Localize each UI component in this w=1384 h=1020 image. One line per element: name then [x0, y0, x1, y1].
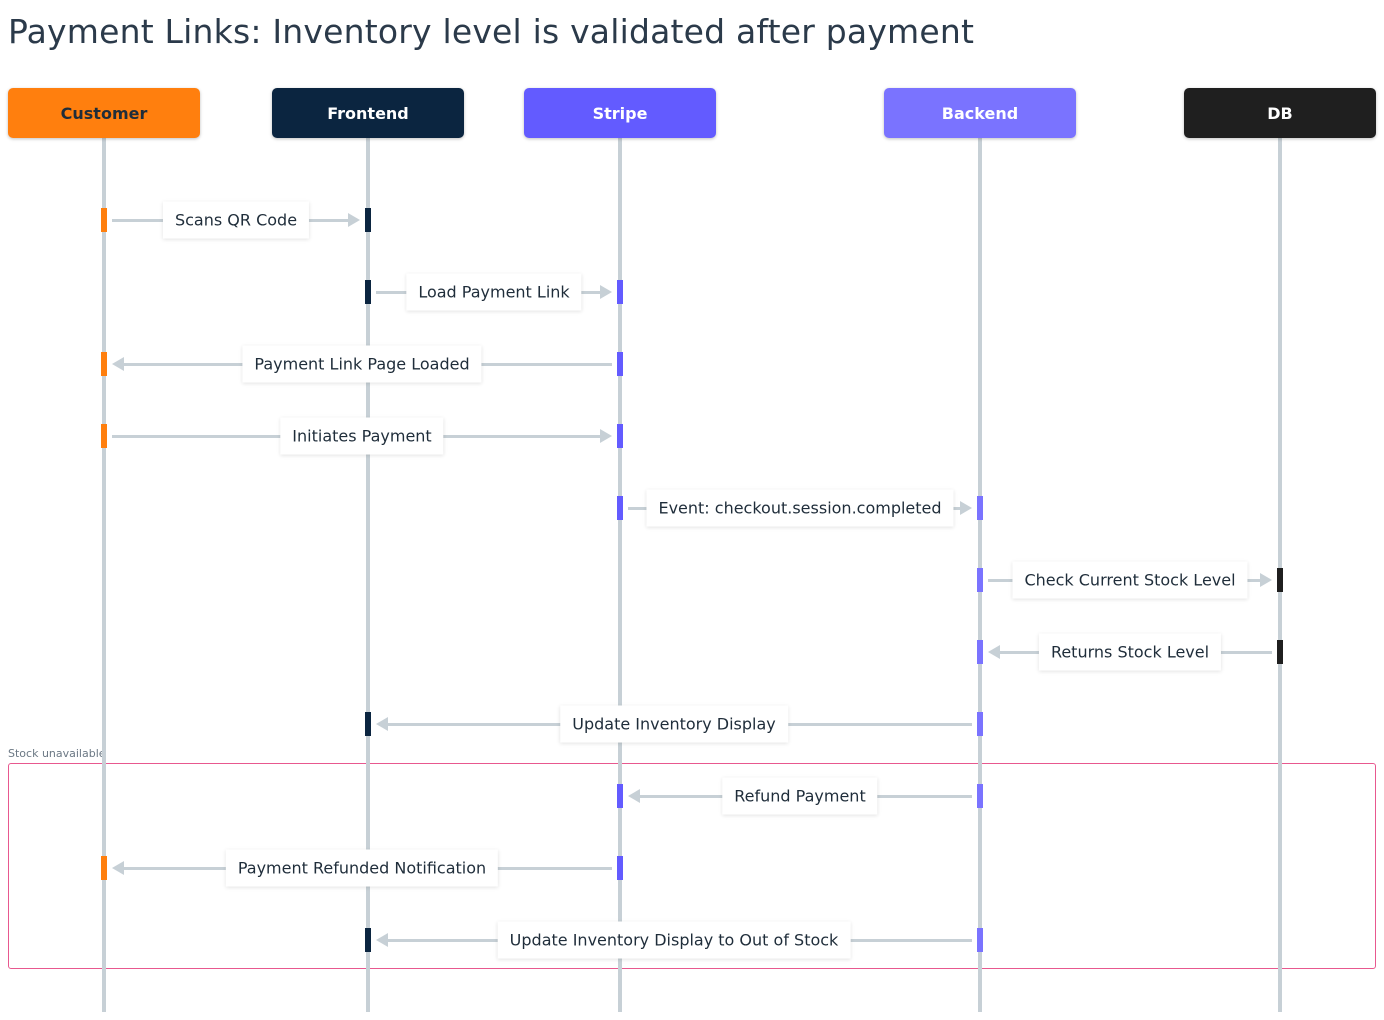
arrowhead-icon [376, 717, 388, 731]
participant-db: DB [1184, 88, 1376, 138]
message-label: Update Inventory Display to Out of Stock [497, 921, 851, 959]
activation-db [1277, 568, 1283, 592]
lifeline-stripe [618, 138, 622, 1012]
arrowhead-icon [348, 213, 360, 227]
activation-backend [977, 640, 983, 664]
activation-frontend [365, 928, 371, 952]
message-label: Returns Stock Level [1038, 633, 1222, 671]
message-label: Initiates Payment [280, 417, 444, 455]
message-label: Refund Payment [722, 777, 878, 815]
activation-stripe [617, 352, 623, 376]
arrowhead-icon [600, 429, 612, 443]
message-label: Event: checkout.session.completed [646, 489, 954, 527]
activation-stripe [617, 784, 623, 808]
arrowhead-icon [960, 501, 972, 515]
message-label: Payment Link Page Loaded [242, 345, 482, 383]
arrowhead-icon [988, 645, 1000, 659]
message-label: Check Current Stock Level [1012, 561, 1248, 599]
arrowhead-icon [112, 861, 124, 875]
activation-frontend [365, 280, 371, 304]
activation-backend [977, 496, 983, 520]
activation-frontend [365, 712, 371, 736]
diagram-title: Payment Links: Inventory level is valida… [8, 12, 975, 51]
activation-stripe [617, 424, 623, 448]
message-label: Update Inventory Display [560, 705, 788, 743]
participant-frontend: Frontend [272, 88, 464, 138]
lifeline-frontend [366, 138, 370, 1012]
activation-stripe [617, 280, 623, 304]
activation-customer [101, 424, 107, 448]
activation-backend [977, 568, 983, 592]
activation-stripe [617, 496, 623, 520]
arrowhead-icon [628, 789, 640, 803]
arrowhead-icon [376, 933, 388, 947]
group-label: Stock unavailable [8, 747, 106, 760]
message-label: Load Payment Link [406, 273, 582, 311]
arrowhead-icon [600, 285, 612, 299]
activation-customer [101, 352, 107, 376]
arrowhead-icon [1260, 573, 1272, 587]
activation-db [1277, 640, 1283, 664]
arrowhead-icon [112, 357, 124, 371]
message-label: Payment Refunded Notification [225, 849, 499, 887]
lifeline-customer [102, 138, 106, 1012]
participant-stripe: Stripe [524, 88, 716, 138]
activation-backend [977, 712, 983, 736]
participant-customer: Customer [8, 88, 200, 138]
activation-customer [101, 856, 107, 880]
activation-backend [977, 784, 983, 808]
activation-backend [977, 928, 983, 952]
activation-stripe [617, 856, 623, 880]
message-label: Scans QR Code [162, 201, 310, 239]
group-box [8, 763, 1376, 969]
activation-frontend [365, 208, 371, 232]
participant-backend: Backend [884, 88, 1076, 138]
activation-customer [101, 208, 107, 232]
